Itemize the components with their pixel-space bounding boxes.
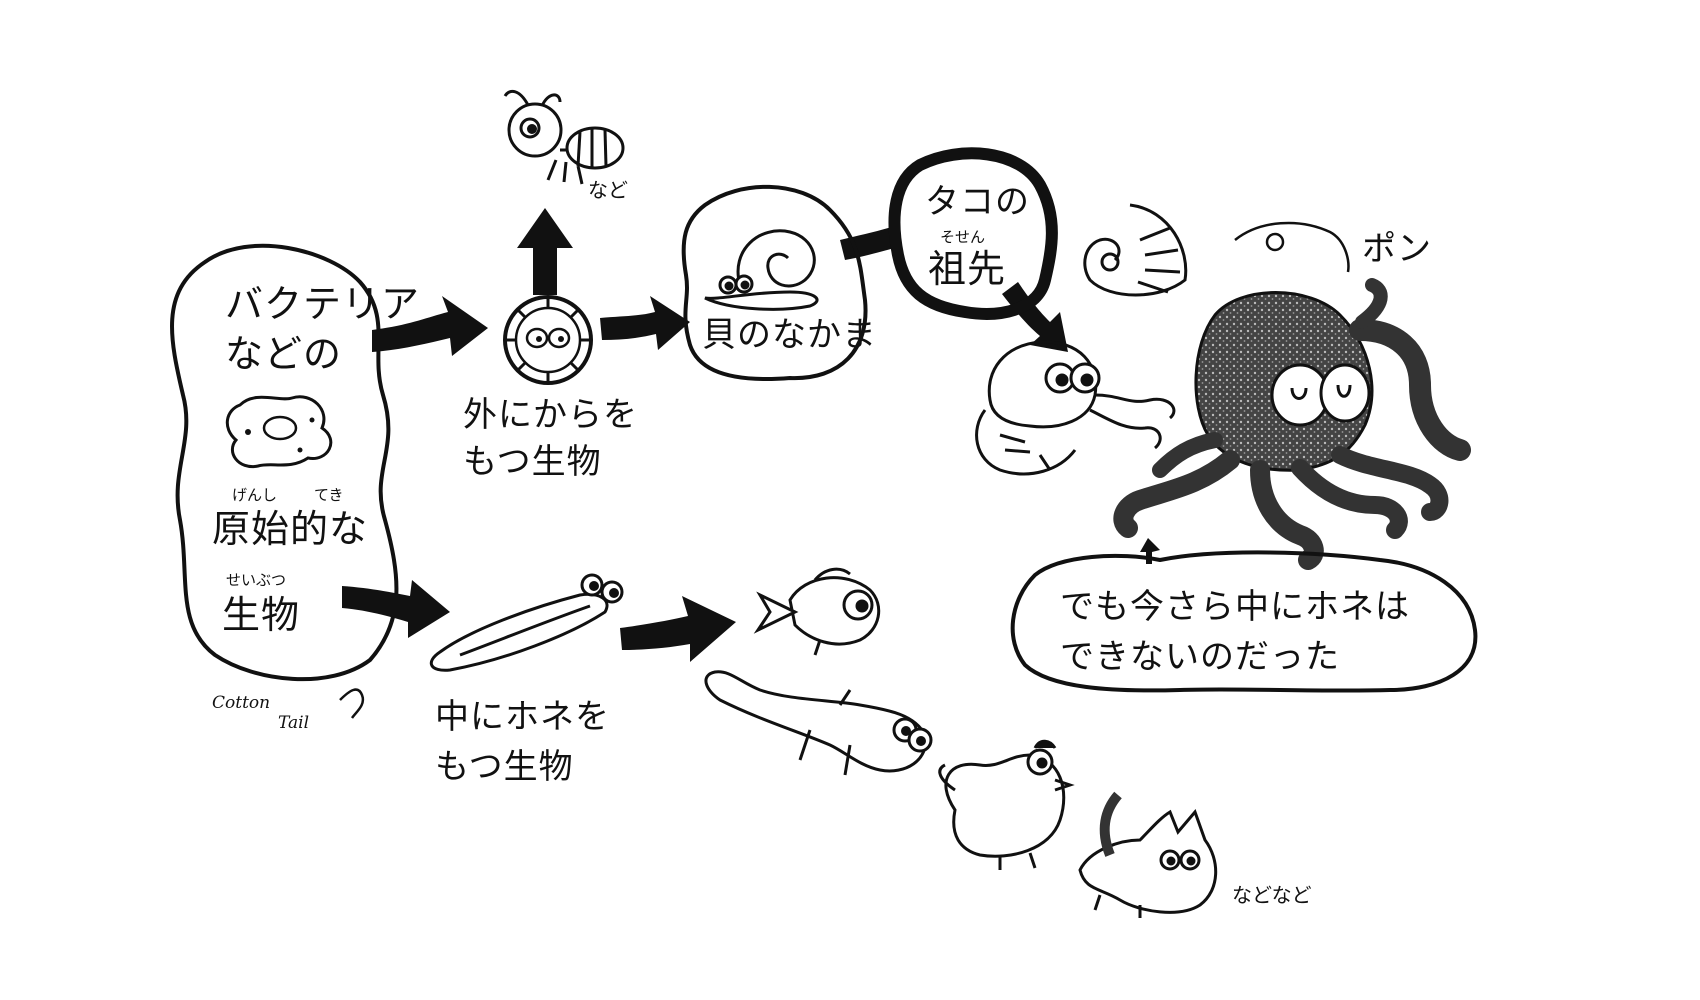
signature-mark xyxy=(339,688,365,719)
octopus-ancestor-line-2: 祖先 xyxy=(928,247,1007,291)
ruby-seibutsu: せいぶつ xyxy=(226,571,287,589)
primitive-line-2: などの xyxy=(225,332,343,376)
primitive-line-4: 生物 xyxy=(222,593,301,637)
primitive-organism-bubble xyxy=(170,243,399,682)
nautilus-icon xyxy=(975,340,1176,476)
octopus-ancestor-ruby: そせん xyxy=(940,228,986,246)
shell-outside-line-1: 外にからを xyxy=(463,395,638,435)
shell-outside-line-2: もつ生物 xyxy=(463,442,602,482)
ruby-genshi: げんし xyxy=(232,486,278,504)
insects-etc-label: など xyxy=(588,178,628,202)
pon-motion-line xyxy=(1234,221,1350,273)
fish-icon xyxy=(753,567,881,656)
shellfish-label: 貝のなかま xyxy=(702,315,877,355)
primitive-line-3: 原始的な xyxy=(212,507,369,551)
speech-line-2: できないのだった xyxy=(1060,637,1340,677)
amoeba-nucleus-icon xyxy=(262,415,298,441)
lizard-icon xyxy=(704,670,933,776)
lancelet-icon xyxy=(429,573,624,672)
chicken-icon xyxy=(938,739,1075,870)
arrow-up-to-insects xyxy=(517,208,573,295)
speech-line-1: でも今さら中にホネは xyxy=(1060,587,1410,627)
octopus-ancestor-bubble xyxy=(888,147,1058,320)
insect-icon xyxy=(503,89,625,185)
pon-sound-label: ポン xyxy=(1362,229,1432,269)
signature-line-2: Tail xyxy=(278,713,310,733)
octopus-icon xyxy=(1113,278,1471,570)
arrow-to-shell-outside xyxy=(372,296,488,356)
snail-icon xyxy=(704,229,819,311)
arrow-to-nautilus xyxy=(1002,282,1068,352)
shellfish-bubble xyxy=(681,184,868,382)
etc-etc-label: などなど xyxy=(1232,883,1312,907)
bone-inside-line-1: 中にホネを xyxy=(435,697,610,737)
signature-line-1: Cotton xyxy=(212,693,271,713)
arrow-to-shellfish xyxy=(600,296,690,350)
primitive-line-1: バクテリア xyxy=(225,282,421,326)
arrow-to-octopus-speech xyxy=(1140,538,1160,564)
arrow-to-fish xyxy=(620,596,736,662)
arrow-to-bone-inside xyxy=(342,580,450,638)
speech-bubble xyxy=(1010,550,1478,693)
ammonite-icon xyxy=(1083,203,1188,297)
amoeba-icon xyxy=(225,395,333,469)
octopus-ancestor-line-1: タコの xyxy=(925,182,1030,222)
bone-inside-line-2: もつ生物 xyxy=(435,747,574,787)
cat-icon xyxy=(1078,791,1218,918)
ruby-teki: てき xyxy=(314,486,344,504)
